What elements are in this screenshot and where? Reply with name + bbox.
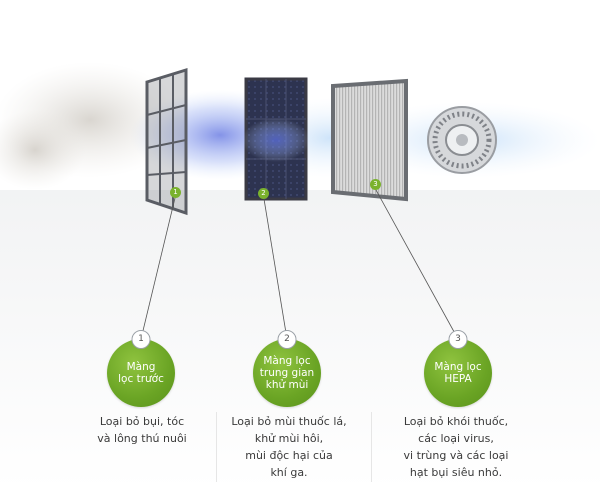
fan-impeller <box>427 106 497 174</box>
stage-badge-2: 2 Màng lọc trung gian khử mùi <box>253 330 321 407</box>
pre-filter-panel <box>145 67 188 216</box>
stage-title-1: Màng lọc trước <box>118 361 164 385</box>
hepa-filter-panel <box>331 78 408 202</box>
connector-lines <box>140 189 459 340</box>
floor-shadow <box>0 190 600 490</box>
stage-title-3: Màng lọc HEPA <box>434 361 482 385</box>
stage-number-2: 2 <box>277 330 297 349</box>
stage-number-1: 1 <box>131 330 151 349</box>
stage-description-1: Loại bỏ bụi, tóc và lông thú nuôi <box>97 415 187 445</box>
stage-description-2: Loại bỏ mùi thuốc lá, khử mùi hôi, mùi đ… <box>231 415 347 479</box>
column-divider-1 <box>216 412 217 482</box>
filter-marker-3: 3 <box>370 179 381 190</box>
filter-marker-1: 1 <box>170 187 181 198</box>
carbon-filter-panel <box>242 77 310 201</box>
stage-badge-1: 1 Màng lọc trước <box>107 330 175 407</box>
stage-title-2: Màng lọc trung gian khử mùi <box>259 355 315 391</box>
stage-description-3: Loại bỏ khói thuốc, các loại virus, vi t… <box>403 415 509 479</box>
filter-marker-2: 2 <box>258 188 269 199</box>
column-divider-2 <box>371 412 372 482</box>
stage-badge-3: 3 Màng lọc HEPA <box>424 330 492 407</box>
stage-number-3: 3 <box>448 330 468 349</box>
